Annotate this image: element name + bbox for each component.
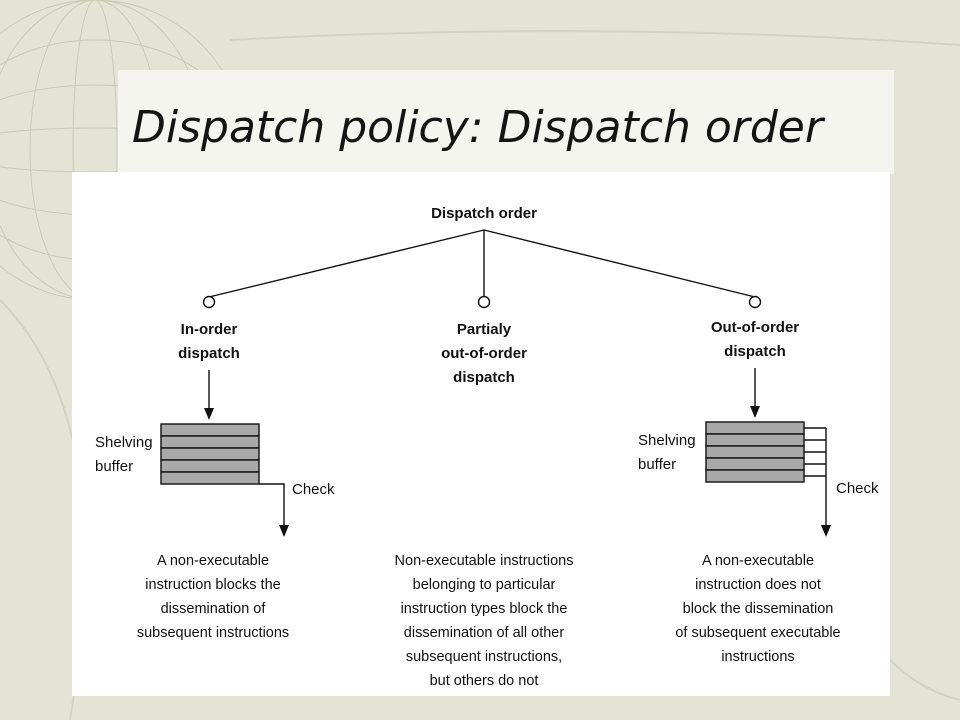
title-panel — [118, 70, 894, 174]
branch-partial-label-line2: out-of-order — [441, 345, 527, 362]
caption-line: A non-executable — [702, 553, 814, 569]
dispatch-order-diagram: Dispatch order In-order dispatch Partial… — [95, 205, 879, 689]
caption-line: dissemination of — [161, 601, 267, 617]
arrow-down-icon — [279, 525, 289, 537]
caption-line: instruction does not — [695, 577, 821, 593]
branch-out-of-order-label-line2: dispatch — [724, 343, 786, 360]
out-of-order-shelving-buffer — [705, 368, 831, 537]
caption-line: instructions — [721, 649, 794, 665]
caption-line: A non-executable — [157, 553, 269, 569]
out-of-order-check-label: Check — [836, 480, 879, 497]
in-order-check-label: Check — [292, 481, 335, 498]
out-of-order-buffer-label-line2: buffer — [638, 456, 676, 473]
branch-out-of-order-label-line1: Out-of-order — [711, 319, 799, 336]
caption-line: instruction blocks the — [145, 577, 280, 593]
caption-line: Non-executable instructions — [395, 553, 574, 569]
caption-line: belonging to particular — [413, 577, 556, 593]
in-order-shelving-buffer — [160, 370, 289, 537]
arrow-down-icon — [204, 408, 214, 420]
caption-line: of subsequent executable — [675, 625, 840, 641]
root-label: Dispatch order — [431, 205, 537, 222]
branch-in-order-label-line1: In-order — [181, 321, 238, 338]
slide-title: Dispatch policy: Dispatch order — [132, 102, 823, 153]
node-in-order — [202, 295, 216, 309]
connector-out-of-order — [483, 229, 756, 298]
in-order-buffer-label-line2: buffer — [95, 458, 133, 475]
branch-in-order-label-line2: dispatch — [178, 345, 240, 362]
caption-in-order: A non-executable instruction blocks the … — [137, 553, 289, 641]
caption-line: dissemination of all other — [404, 625, 565, 641]
branch-partial-label-line3: dispatch — [453, 369, 515, 386]
connector-in-order — [208, 229, 485, 298]
tree-connectors — [202, 229, 762, 309]
branch-partial-label-line1: Partialy — [457, 321, 512, 338]
arrow-down-icon — [821, 525, 831, 537]
out-of-order-buffer-label-line1: Shelving — [638, 432, 696, 449]
caption-line: block the dissemination — [683, 601, 834, 617]
in-order-buffer-label-line1: Shelving — [95, 434, 153, 451]
dispatch-order-figure: Dispatch order In-order dispatch Partial… — [72, 172, 890, 696]
caption-partial: Non-executable instructions belonging to… — [395, 553, 574, 689]
node-partial — [477, 295, 491, 309]
node-out-of-order — [748, 295, 762, 309]
caption-line: subsequent instructions — [137, 625, 289, 641]
caption-line: instruction types block the — [401, 601, 568, 617]
arrow-down-icon — [750, 406, 760, 418]
caption-line: but others do not — [430, 673, 539, 689]
caption-line: subsequent instructions, — [406, 649, 562, 665]
caption-out-of-order: A non-executable instruction does not bl… — [675, 553, 840, 665]
